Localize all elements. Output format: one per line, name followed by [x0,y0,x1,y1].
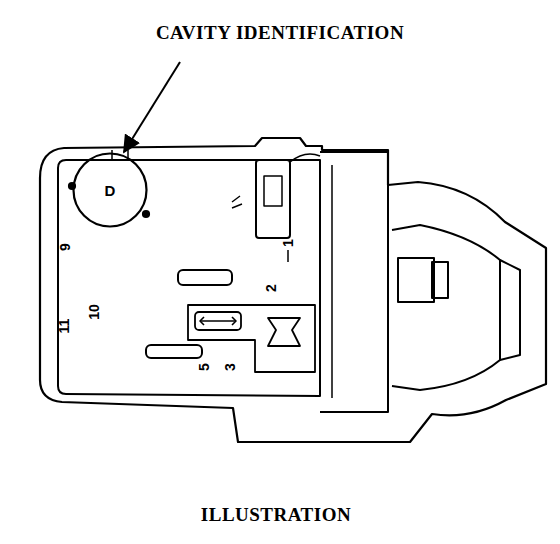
cavity-number: 11 [56,317,72,334]
double-arrow-symbol [200,317,236,325]
terminal-slot [178,270,232,285]
terminal-slot [195,312,241,330]
connector-tab [432,262,448,298]
mold-mark [232,196,242,208]
housing-outline [40,138,546,442]
title: CAVITY IDENTIFICATION [156,22,404,44]
clip-wire [290,154,320,162]
cavity-number: 9 [57,242,73,252]
connector-latch [398,258,434,302]
double-arrow-symbol [200,320,236,322]
clip-window [264,176,282,206]
cavity-letter: D [105,182,116,199]
connector-end [500,260,520,360]
panel-face [58,160,320,396]
cavity-number: 10 [86,303,102,321]
connector-shell [392,225,500,390]
caption: ILLUSTRATION [201,504,351,526]
raised-block [320,152,388,412]
cavity-circle: D [72,152,148,228]
cavity-number: 1 [280,238,296,248]
retaining-clip [256,160,290,238]
cavity-number: 3 [222,362,238,372]
leader-arrow [124,62,180,152]
terminal-slot [146,345,202,358]
bowtie-symbol [268,318,300,346]
cavity-number: 5 [196,362,212,372]
mold-mark [287,250,289,262]
cavity-notch [143,211,149,217]
raised-pad [188,305,315,372]
cavity-circle-outline [74,154,147,227]
cavity-number: 2 [263,283,279,293]
block-edge [331,165,333,398]
